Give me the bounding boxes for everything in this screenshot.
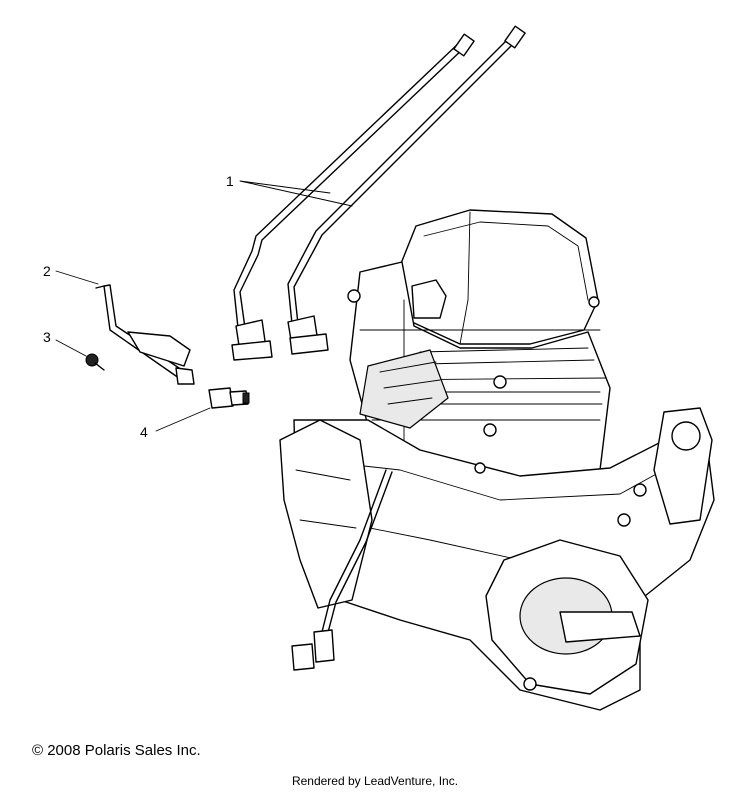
callout-number-1: 1: [226, 173, 234, 189]
leader-line-4: [155, 407, 211, 432]
callout-3[interactable]: 3: [43, 329, 87, 357]
leader-line-3: [55, 339, 87, 357]
leader-line-2: [55, 270, 99, 285]
copyright-text: © 2008 Polaris Sales Inc.: [32, 742, 201, 759]
callout-number-2: 2: [43, 263, 51, 279]
engine-assembly: [279, 209, 715, 711]
callout-number-3: 3: [43, 329, 51, 345]
callout-1[interactable]: 1: [226, 173, 353, 207]
screw[interactable]: [85, 353, 105, 371]
callout-4[interactable]: 4: [140, 407, 211, 440]
spark-plug-wire-assembly[interactable]: [231, 25, 526, 361]
callout-2[interactable]: 2: [43, 263, 99, 285]
hose-bracket[interactable]: [95, 284, 195, 385]
callout-number-4: 4: [140, 424, 148, 440]
rendered-by-text: Rendered by LeadVenture, Inc.: [291, 774, 459, 788]
sensor[interactable]: [208, 387, 250, 409]
leader-line-1: [239, 180, 353, 207]
